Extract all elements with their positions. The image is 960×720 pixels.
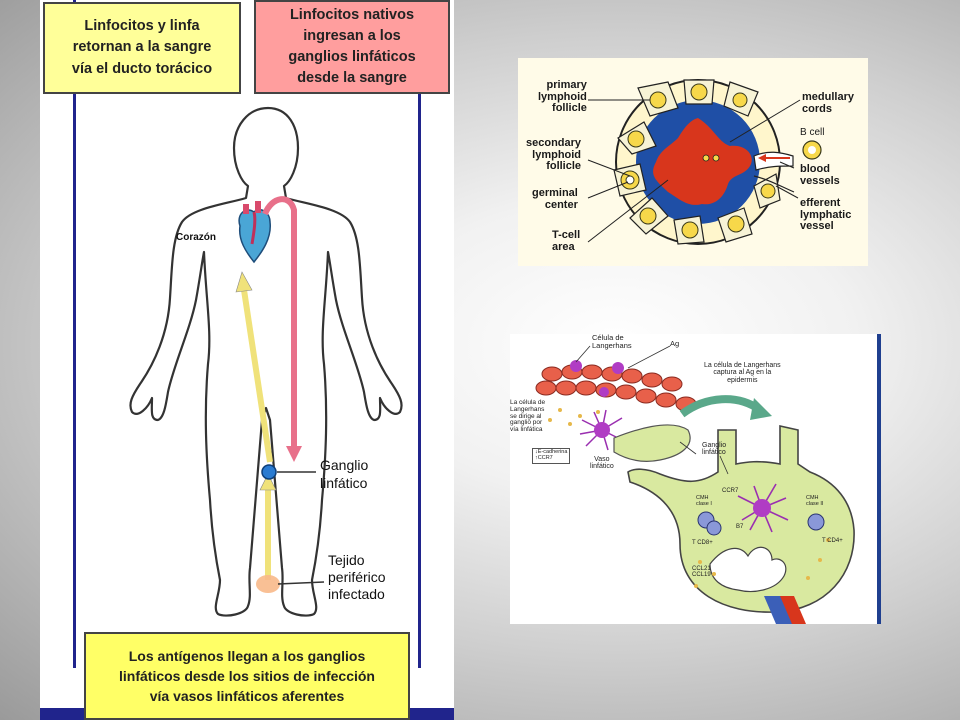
lymph-node-drawing	[587, 79, 822, 245]
langerhans-capture-note: La célula de Langerhans captura al Ag en…	[704, 362, 781, 384]
adhesion-legend: ↓E-cadherina ↑CCR7	[532, 448, 571, 464]
t-cell-area-label: T-cell area	[552, 229, 581, 253]
frame-line-left	[73, 0, 76, 668]
heart-label: Corazón	[176, 232, 216, 243]
lymph-circulation-diagram: Linfocitos y linfa retornan a la sangre …	[40, 0, 454, 720]
mhc-class-i-label: CMH clase I	[696, 495, 712, 507]
mhc-class-ii-label: CMH clase II	[806, 495, 824, 507]
naive-lymphocytes-box: Linfocitos nativos ingresan a los gangli…	[254, 0, 450, 94]
efferent-vessel-label: efferent lymphatic vessel	[800, 197, 852, 233]
frame-line-right	[418, 0, 421, 668]
langerhans-migration-note: La célula de Langerhans se dirige al gan…	[510, 399, 546, 434]
lymph-node-structure-image: primary lymphoid follicle secondary lymp…	[518, 58, 868, 266]
naive-lymphocytes-text: Linfocitos nativos ingresan a los gangli…	[288, 6, 416, 87]
afferent-lymph-arrowhead	[259, 473, 277, 491]
blood-vessels-label: blood vessels	[800, 163, 840, 187]
blood-arrow-head	[286, 446, 302, 462]
return-to-blood-box: Linfocitos y linfa retornan a la sangre …	[43, 2, 241, 94]
infected-tissue-marker	[256, 575, 280, 593]
antigen-arrival-box: Los antígenos llegan a los ganglios linf…	[84, 632, 410, 720]
germinal-center-label: germinal center	[532, 187, 578, 211]
ccr7-label: CCR7	[722, 488, 739, 494]
lymph-node-label: Ganglio linfático	[320, 457, 369, 492]
blood-arrow-path	[262, 196, 297, 448]
antigen-arrival-text: Los antígenos llegan a los ganglios linf…	[119, 647, 375, 705]
lymph-node-marker	[261, 464, 277, 480]
return-to-blood-text: Linfocitos y linfa retornan a la sangre …	[71, 18, 213, 77]
lymph-return-arrowhead	[235, 271, 253, 293]
b7-label: B7	[736, 524, 744, 530]
antigen-label: Ag	[670, 339, 680, 348]
medullary-cords-label: medullary cords	[802, 91, 854, 115]
t-cd4-label: T CD4+	[822, 538, 843, 544]
heart-icon	[238, 201, 271, 264]
tissue-pointer-line	[277, 581, 325, 585]
human-body-figure	[129, 106, 403, 617]
t-cd8-label: T CD8+	[692, 540, 713, 546]
infected-tissue-label: Tejido periférico infectado	[328, 552, 386, 602]
secondary-follicle-label: secondary lymphoid follicle	[526, 137, 582, 173]
langerhans-migration-image: Célula de Langerhans Ag La célula de Lan…	[510, 334, 881, 624]
lymph-vessel-label: Vaso linfático	[590, 456, 614, 471]
b-cell-label: B cell	[800, 127, 825, 138]
langerhans-drawing	[535, 345, 855, 624]
lymph-return-path	[241, 289, 273, 463]
langerhans-frame-edge	[877, 334, 881, 624]
lymph-node-small-label: Ganglio linfático	[702, 442, 727, 457]
primary-follicle-label: primary lymphoid follicle	[538, 79, 587, 115]
langerhans-cell-label: Célula de Langerhans	[592, 333, 632, 350]
chemokine-label: CCL21 CCL19	[692, 566, 711, 579]
